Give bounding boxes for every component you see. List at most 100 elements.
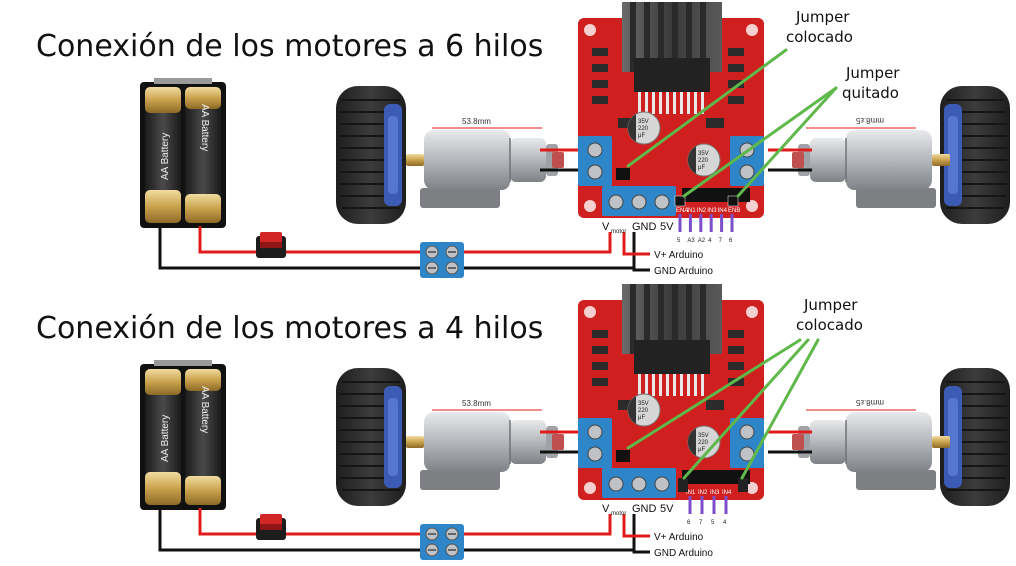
header-pin-label: ENB: [728, 208, 740, 214]
battery-holder: [140, 360, 226, 510]
capacitor-text: 220: [638, 408, 649, 414]
arduino-pin-number: 7: [719, 238, 723, 244]
panel-2: Conexión de los motores a 4 hilos 53.8mm m…: [36, 283, 1011, 561]
gnd-arduino-wire: [632, 268, 650, 272]
capacitor-stripe: [628, 114, 636, 142]
annotation-jumper-placed: colocado: [786, 28, 853, 46]
capacitor-text: 35V: [698, 151, 709, 157]
header-pin-label: ENA: [676, 208, 688, 214]
header-pin-label: IN2: [697, 208, 707, 214]
panel-title: Conexión de los motores a 6 hilos: [36, 29, 543, 64]
pointer-line: [626, 48, 788, 168]
inline-terminal-block: [419, 523, 465, 561]
pointer-line: [740, 338, 820, 480]
v-arduino-wire: [622, 514, 650, 538]
panel-title: Conexión de los motores a 4 hilos: [36, 311, 543, 346]
power-switch: [256, 514, 286, 540]
pointer-line: [626, 338, 802, 450]
pointer-line: [682, 338, 810, 480]
battery-red-wire: [198, 508, 258, 536]
header-pin-label: IN1: [686, 490, 696, 496]
capacitor-text: 35V: [638, 119, 649, 125]
gnd-label: GND: [632, 503, 657, 515]
arduino-pin-number: A2: [698, 238, 706, 244]
header-pin-label: IN3: [710, 490, 720, 496]
annotation-jumper-placed: colocado: [796, 316, 863, 334]
dim-label-right: mm8.ε5: [855, 116, 884, 125]
battery-label-right: AA Battery: [199, 104, 210, 151]
vmotor-label: V: [602, 221, 610, 233]
right-wheel: [939, 367, 1011, 507]
right-wheel: [939, 85, 1011, 225]
battery-holder: [140, 78, 226, 228]
capacitor-stripe: [688, 146, 696, 174]
capacitor-text: 220: [698, 158, 709, 164]
annotation-jumper-removed: Jumper: [845, 64, 900, 82]
l298n-board: [577, 1, 765, 219]
header-pin-label: IN1: [686, 208, 696, 214]
arduino-pin-number: 4: [723, 520, 727, 526]
capacitor-text: μF: [638, 133, 645, 139]
enb-jumper-removed: [727, 195, 739, 207]
right-motor: [791, 129, 951, 209]
annotation-jumper-removed: quitado: [842, 84, 899, 102]
arduino-pin-number: 6: [729, 238, 733, 244]
right-motor: [791, 411, 951, 491]
vmotor-sub-label: motor: [611, 511, 626, 517]
v-arduino-wire: [622, 232, 650, 256]
capacitor-text: 220: [698, 440, 709, 446]
header-pin-label: IN3: [707, 208, 717, 214]
panel-1: Conexión de los motores a 6 hilos 53.8mm m…: [36, 1, 1011, 279]
capacitor-text: μF: [698, 447, 705, 453]
v-arduino-label: V+ Arduino: [654, 532, 704, 543]
gnd-arduino-label: GND Arduino: [654, 266, 713, 277]
arduino-pin-number: 5: [711, 520, 715, 526]
left-wheel: [335, 85, 407, 225]
capacitor-text: μF: [698, 165, 705, 171]
inline-terminal-block: [419, 241, 465, 279]
power-switch: [256, 232, 286, 258]
capacitor-text: 220: [638, 126, 649, 132]
arduino-pin-number: 4: [708, 238, 712, 244]
annotation-jumper-placed: Jumper: [795, 8, 850, 26]
gnd-label: GND: [632, 221, 657, 233]
left-wheel: [335, 367, 407, 507]
arduino-pin-number: 5: [677, 238, 681, 244]
vmotor-red-wire: [464, 514, 612, 536]
v-arduino-label: V+ Arduino: [654, 250, 704, 261]
battery-red-wire: [198, 226, 258, 254]
annotation-jumper-placed: Jumper: [803, 296, 858, 314]
capacitor-stripe: [688, 428, 696, 456]
pointer-line: [736, 86, 838, 198]
battery-label-right: AA Battery: [199, 386, 210, 433]
header-pin-label: IN2: [698, 490, 708, 496]
gnd-arduino-wire: [632, 550, 650, 554]
vmotor-sub-label: motor: [611, 229, 626, 235]
dim-label-right: mm8.ε5: [855, 398, 884, 407]
v5-label: 5V: [660, 221, 674, 233]
enb-jumper-placed: [738, 478, 748, 492]
arduino-pin-number: 6: [687, 520, 691, 526]
battery-label-left: AA Battery: [160, 415, 171, 462]
arduino-pin-number: A3: [687, 238, 695, 244]
pointer-line: [682, 86, 838, 198]
ena-jumper-placed: [678, 478, 688, 492]
arduino-pin-number: 7: [699, 520, 703, 526]
header-pin-label: IN4: [718, 208, 728, 214]
capacitor-text: 35V: [698, 433, 709, 439]
capacitor-text: μF: [638, 415, 645, 421]
dim-label-left: 53.8mm: [462, 117, 491, 126]
vmotor-label: V: [602, 503, 610, 515]
v5-label: 5V: [660, 503, 674, 515]
capacitor-text: 35V: [638, 401, 649, 407]
battery-black-wire: [158, 226, 420, 270]
battery-black-wire: [158, 508, 420, 552]
battery-label-left: AA Battery: [160, 133, 171, 180]
dim-label-left: 53.8mm: [462, 399, 491, 408]
capacitor-stripe: [628, 396, 636, 424]
